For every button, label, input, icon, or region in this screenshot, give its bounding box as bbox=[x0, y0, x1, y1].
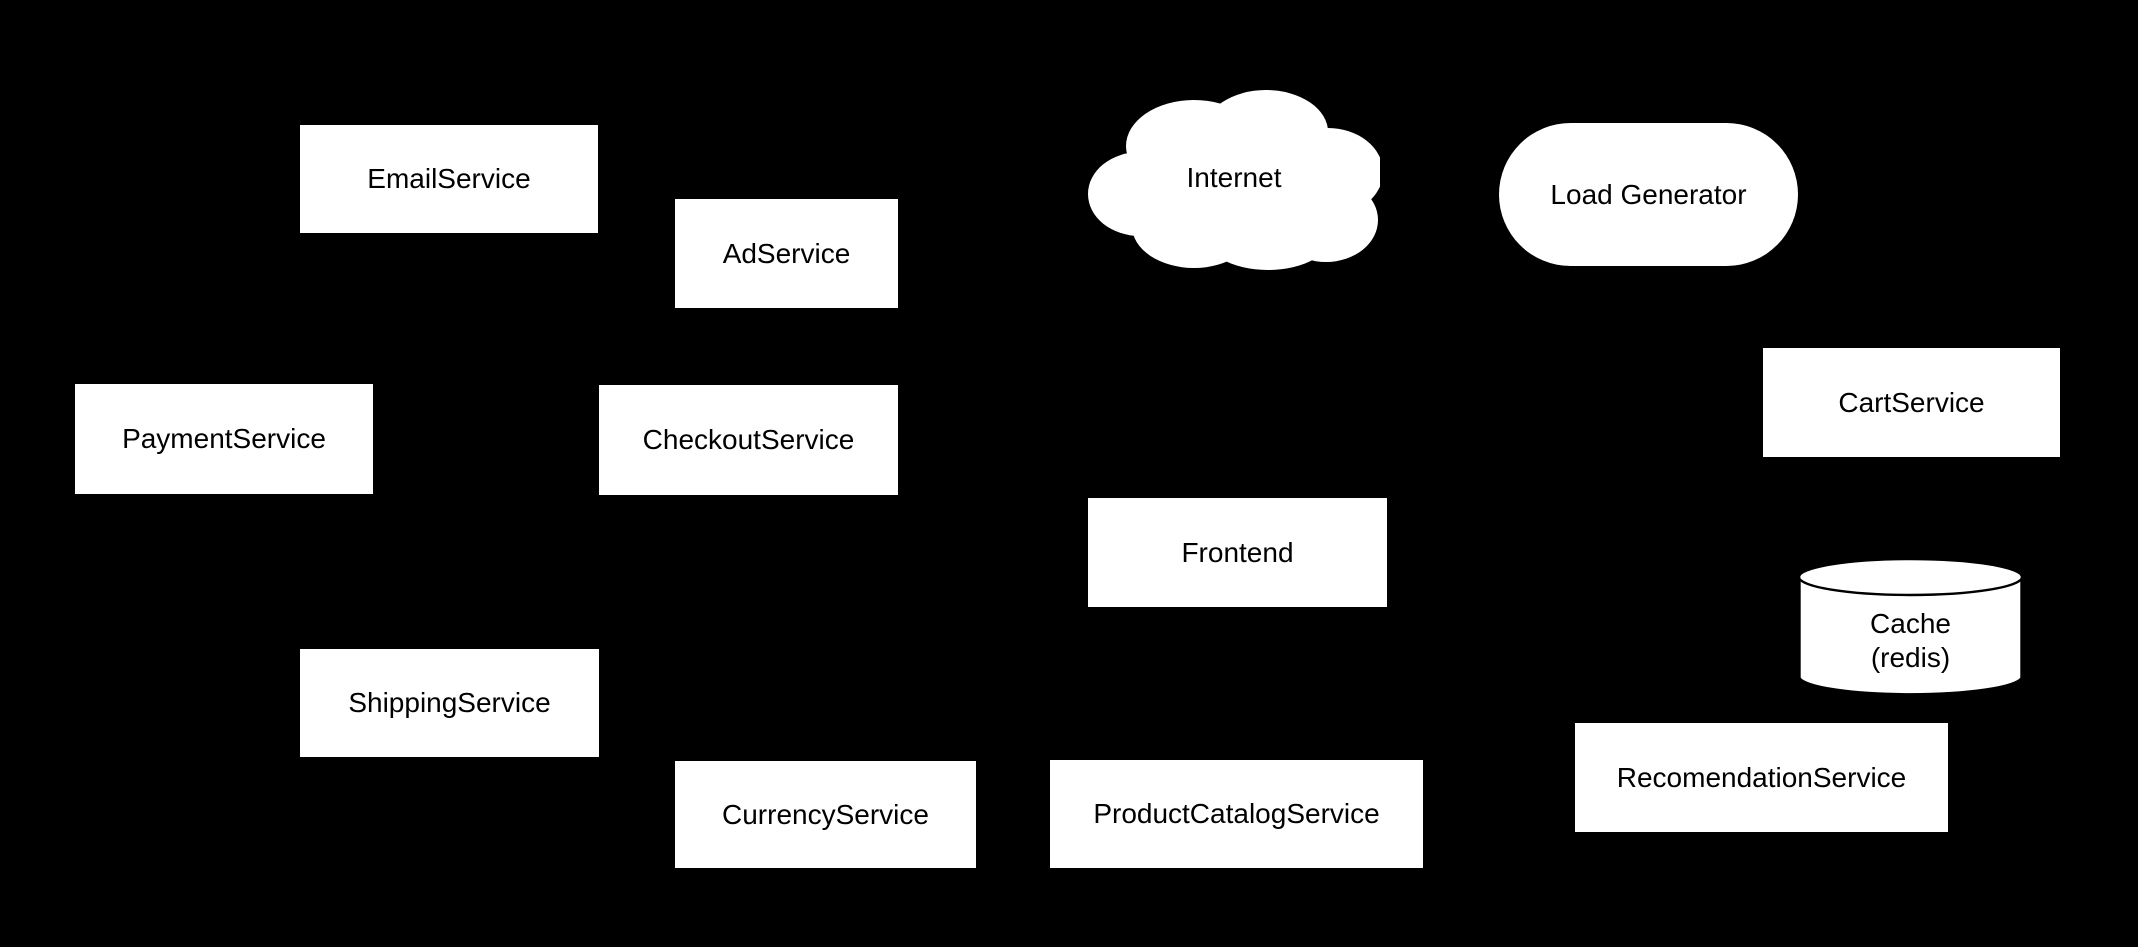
node-recomendationservice[interactable]: RecomendationService bbox=[1575, 723, 1948, 832]
node-checkoutservice[interactable]: CheckoutService bbox=[599, 385, 898, 495]
node-emailservice[interactable]: EmailService bbox=[300, 125, 598, 233]
node-label-adservice: AdService bbox=[722, 237, 851, 269]
node-currencyservice[interactable]: CurrencyService bbox=[675, 761, 976, 868]
node-shippingservice[interactable]: ShippingService bbox=[300, 649, 599, 757]
node-internet[interactable]: Internet bbox=[1088, 86, 1380, 270]
node-label-shippingservice: ShippingService bbox=[348, 687, 551, 719]
node-label-cache-redis: Cache (redis) bbox=[1870, 608, 1951, 673]
node-frontend[interactable]: Frontend bbox=[1088, 498, 1387, 607]
node-label-paymentservice: PaymentService bbox=[122, 423, 326, 455]
node-label-cartservice: CartService bbox=[1838, 386, 1985, 418]
node-paymentservice[interactable]: PaymentService bbox=[75, 384, 373, 494]
node-label-frontend: Frontend bbox=[1181, 536, 1294, 568]
node-label-internet: Internet bbox=[1186, 162, 1282, 194]
node-cache-redis[interactable]: Cache (redis) bbox=[1798, 558, 2023, 697]
node-label-emailservice: EmailService bbox=[367, 163, 531, 195]
node-label-currencyservice: CurrencyService bbox=[722, 798, 929, 830]
node-adservice[interactable]: AdService bbox=[675, 199, 898, 308]
node-productcatalogservice[interactable]: ProductCatalogService bbox=[1050, 760, 1423, 868]
node-cartservice[interactable]: CartService bbox=[1763, 348, 2060, 457]
node-label-loadgenerator: Load Generator bbox=[1550, 178, 1747, 210]
node-label-productcatalogservice: ProductCatalogService bbox=[1093, 798, 1380, 830]
node-loadgenerator[interactable]: Load Generator bbox=[1499, 123, 1798, 266]
node-label-checkoutservice: CheckoutService bbox=[642, 424, 855, 456]
node-label-recomendationservice: RecomendationService bbox=[1616, 761, 1907, 793]
